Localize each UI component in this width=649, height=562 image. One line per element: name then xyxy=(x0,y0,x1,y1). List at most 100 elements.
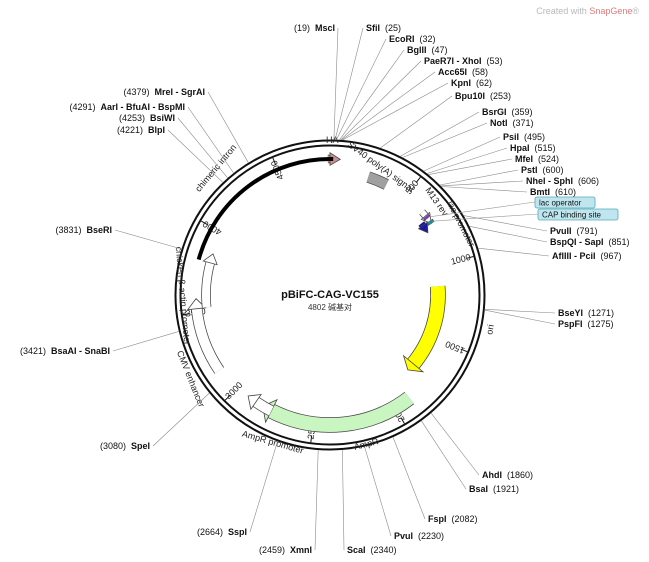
site-bpu10i-leader xyxy=(380,95,453,149)
site-name: BsaI xyxy=(469,484,488,494)
site-bseyi-leader xyxy=(484,309,556,314)
feature-lac-promoter xyxy=(419,209,428,218)
tick-line xyxy=(310,435,313,443)
feature-ori-label: ori xyxy=(484,324,496,336)
site-name: BspQI - SapI xyxy=(550,237,604,247)
site-kpni-leader xyxy=(342,82,449,141)
site-noti-label: NotI (371) xyxy=(490,118,534,128)
site-bseri-leader xyxy=(114,229,182,250)
feature-cmv-enhancer-arrowhead xyxy=(186,298,207,311)
site-spei-label: (3080) SpeI xyxy=(100,441,150,451)
site-position: (610) xyxy=(555,187,576,197)
feature-ha-label: HA xyxy=(326,135,339,145)
site-position: (2664) xyxy=(197,527,223,537)
site-fspi-label: FspI (2082) xyxy=(428,514,478,524)
feature-cmv-enhancer xyxy=(191,308,224,374)
feature-m13-rev-arrowhead xyxy=(417,221,429,234)
site-name: AhdI xyxy=(482,470,502,480)
site-bsrgi-leader xyxy=(400,111,480,157)
site-name: AflIII - PciI xyxy=(552,251,596,261)
boxed-label-bg xyxy=(534,196,596,209)
site-fspi-leader xyxy=(392,436,426,520)
site-bsaai-snabi-leader xyxy=(112,331,179,352)
site-position: (371) xyxy=(513,118,534,128)
site-nhei-sphi-label: NheI - SphI (606) xyxy=(526,176,599,186)
site-bglii-label: BglII (47) xyxy=(407,45,448,55)
site-position: (3080) xyxy=(100,441,126,451)
site-pspfi-label: PspFI (1275) xyxy=(558,319,614,329)
site-bsaai-snabi-label: (3421) BsaAI - SnaBI xyxy=(20,346,110,356)
site-name: SfiI xyxy=(366,23,380,33)
site-sspi-leader xyxy=(249,441,278,533)
boxed-label-text: lac operator xyxy=(539,199,582,208)
site-position: (53) xyxy=(487,56,503,66)
site-name: PstI xyxy=(521,165,538,175)
site-name: AarI - BfuAI - BspMI xyxy=(101,102,186,112)
site-sfii-leader xyxy=(334,27,364,140)
site-afliii-pcii-label: AflIII - PciI (967) xyxy=(552,251,622,261)
site-mrei-sgrai-label: (4379) MreI - SgrAI xyxy=(123,87,205,97)
site-paer7i-xhoi-leader xyxy=(340,60,422,141)
site-pvui-leader xyxy=(364,446,392,537)
site-mfei-leader xyxy=(428,158,513,175)
tick-line xyxy=(272,157,276,165)
tick-line xyxy=(224,394,231,401)
credit-mark: ® xyxy=(632,6,639,16)
boxed-label-leader xyxy=(432,213,539,222)
site-name: PaeR7I - XhoI xyxy=(424,56,482,66)
site-position: (4291) xyxy=(69,102,95,112)
site-psii-label: PsiI (495) xyxy=(503,132,545,142)
site-name: BseRI xyxy=(86,225,112,235)
site-position: (2230) xyxy=(418,531,444,541)
site-name: SspI xyxy=(228,527,247,537)
plasmid-name: pBiFC-CAG-VC155 xyxy=(281,289,379,301)
site-sspi-label: (2664) SspI xyxy=(197,527,247,537)
site-name: SpeI xyxy=(131,441,150,451)
site-name: BglII xyxy=(407,45,427,55)
site-position: (32) xyxy=(420,34,436,44)
site-position: (2082) xyxy=(452,514,478,524)
feature-chimeric-intron-label: chimeric intron xyxy=(193,142,238,193)
site-name: KpnI xyxy=(451,78,471,88)
site-ecori-label: EcoRI (32) xyxy=(389,34,436,44)
site-bsiwi-label: (4253) BsiWI xyxy=(119,113,175,123)
site-position: (3831) xyxy=(55,225,81,235)
site-mfei-label: MfeI (524) xyxy=(515,154,559,164)
site-ecori-leader xyxy=(336,38,387,140)
boxed-label-leader xyxy=(428,201,536,218)
site-name: MscI xyxy=(315,23,335,33)
site-position: (3421) xyxy=(20,346,46,356)
site-name: FspI xyxy=(428,514,447,524)
site-name: PsiI xyxy=(503,132,519,142)
site-bspqi-sapi-label: BspQI - SapI (851) xyxy=(550,237,630,247)
site-name: Bpu10I xyxy=(455,91,485,101)
site-name: XmnI xyxy=(290,545,312,555)
feature-ampr-promoter-arrowhead xyxy=(247,393,262,411)
site-bspqi-sapi-leader xyxy=(469,226,548,243)
feature-ori xyxy=(407,285,445,369)
site-aari-bfuai-bspmi-label: (4291) AarI - BfuAI - BspMI xyxy=(69,102,185,112)
site-xmni-label: (2459) XmnI xyxy=(259,545,312,555)
site-position: (606) xyxy=(578,176,599,186)
tick-line xyxy=(466,256,474,259)
site-position: (4221) xyxy=(117,125,143,135)
site-blpi-leader xyxy=(167,129,224,183)
site-name: PvuI xyxy=(394,531,413,541)
site-hpai-leader xyxy=(426,147,508,174)
site-position: (62) xyxy=(476,78,492,88)
feature-ampr xyxy=(268,392,414,432)
site-position: (253) xyxy=(490,91,511,101)
site-name: ScaI xyxy=(347,545,366,555)
site-noti-leader xyxy=(402,122,488,158)
site-position: (791) xyxy=(577,226,598,236)
site-xmni-leader xyxy=(314,450,319,551)
feature-ampr-label: AmpR xyxy=(353,436,380,452)
plasmid-length: 4802 碱基对 xyxy=(308,302,352,312)
site-name: BmtI xyxy=(530,187,550,197)
site-name: EcoRI xyxy=(389,34,415,44)
site-bmti-leader xyxy=(441,186,528,193)
feature-chimeric-intron xyxy=(196,157,334,261)
site-position: (1275) xyxy=(588,319,614,329)
